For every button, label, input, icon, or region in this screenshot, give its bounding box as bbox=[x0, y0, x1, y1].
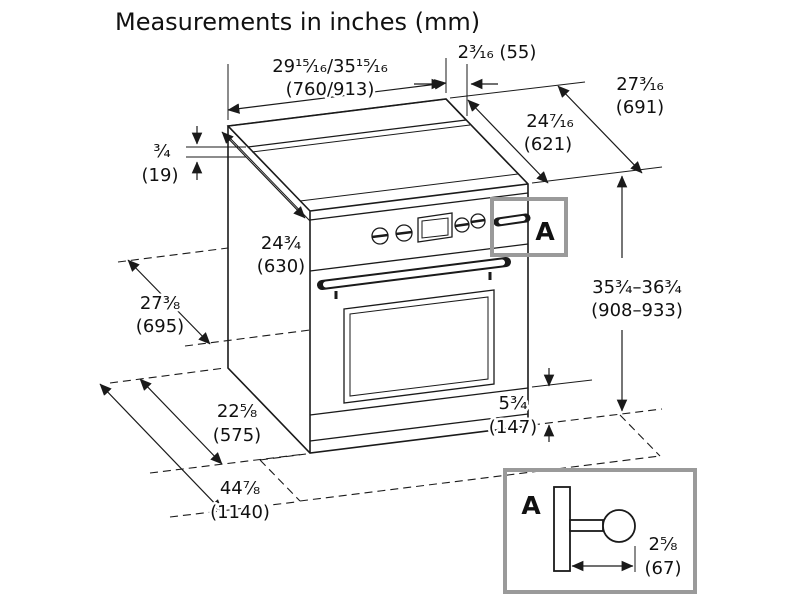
callout-a-box bbox=[490, 197, 568, 257]
detail-inset: A 2⁵⁄₈ (67) bbox=[503, 468, 697, 594]
side-handle-fill bbox=[498, 215, 526, 225]
dim-line-total-depth-open bbox=[99, 383, 223, 512]
detail-inset-box bbox=[503, 468, 697, 594]
dim-label-trim-height-in: ³⁄₄ bbox=[153, 141, 170, 162]
dim-label-height-range-mm: (908–933) bbox=[591, 300, 683, 321]
page-title: Measurements in inches (mm) bbox=[115, 8, 480, 36]
extension-line bbox=[531, 379, 593, 388]
callout-a: A bbox=[490, 197, 568, 257]
dim-label-overall-depth-mm: (691) bbox=[616, 97, 664, 118]
dim-label-side-depth-in: 27³⁄₈ bbox=[140, 293, 180, 314]
dim-label-top-width-mm: (760/913) bbox=[286, 79, 375, 100]
dim-label-overall-depth-in: 27³⁄₁₆ bbox=[616, 74, 664, 95]
dim-line-top-width bbox=[227, 79, 447, 114]
knob-pointer bbox=[454, 222, 470, 228]
dim-label-total-depth-open-mm: (1140) bbox=[210, 502, 270, 523]
dim-label-base-depth-mm: (575) bbox=[213, 425, 261, 446]
control-display bbox=[417, 212, 453, 243]
dim-label-top-depth-in: 24⁷⁄₁₆ bbox=[526, 111, 574, 132]
dim-line-worktop-depth bbox=[221, 131, 306, 219]
dim-label-height-range-in: 35³⁄₄–36³⁄₄ bbox=[592, 277, 682, 298]
knob-pointer bbox=[371, 233, 389, 239]
left-side-band bbox=[227, 135, 311, 222]
knob-pointer bbox=[470, 218, 486, 224]
oven-door-handle-fill bbox=[323, 259, 505, 288]
dim-line-top-depth bbox=[467, 99, 549, 184]
oven-door-bottom-line bbox=[309, 387, 529, 416]
dim-label-side-depth-mm: (695) bbox=[136, 316, 184, 337]
dim-label-top-width-in: 29¹⁵⁄₁₆/35¹⁵⁄₁₆ bbox=[272, 56, 388, 77]
extension-line bbox=[531, 166, 663, 184]
knob-pointer bbox=[395, 230, 413, 236]
door-open-footprint-front bbox=[299, 455, 661, 502]
dim-label-trim-height-mm: (19) bbox=[142, 165, 179, 186]
dim-label-handle-projection-in: 2⁵⁄₈ bbox=[649, 534, 678, 555]
dim-label-top-depth-mm: (621) bbox=[524, 134, 572, 155]
detail-handle-stem bbox=[569, 519, 604, 532]
floor-extension-line bbox=[531, 408, 663, 426]
extension-line bbox=[449, 81, 586, 99]
dim-label-base-depth-in: 22⁵⁄₈ bbox=[217, 401, 257, 422]
dim-label-plinth-height-in: 5³⁄₄ bbox=[499, 393, 528, 414]
extension-line bbox=[184, 329, 311, 347]
door-open-footprint-left bbox=[259, 459, 301, 502]
oven-window-outer bbox=[343, 289, 495, 404]
dim-label-worktop-depth-in: 24³⁄₄ bbox=[261, 233, 301, 254]
dim-label-worktop-depth-mm: (630) bbox=[257, 256, 305, 277]
detail-handle-plate bbox=[553, 486, 571, 572]
dim-label-total-depth-open-in: 44⁷⁄₈ bbox=[220, 478, 260, 499]
control-display-screen bbox=[421, 217, 449, 239]
extension-line bbox=[117, 247, 229, 263]
extension-line bbox=[109, 367, 226, 384]
toe-kick-line bbox=[309, 413, 529, 442]
detail-inset-label: A bbox=[521, 491, 541, 520]
dim-label-handle-projection-mm: (67) bbox=[645, 558, 682, 579]
cooktop-front-band bbox=[299, 173, 519, 202]
callout-a-label: A bbox=[535, 217, 555, 246]
extension-line bbox=[149, 453, 306, 474]
extension-lines bbox=[186, 58, 663, 388]
dim-line-overall-depth bbox=[557, 85, 643, 174]
dim-line-side-depth bbox=[127, 259, 211, 345]
detail-handle-ball bbox=[602, 509, 636, 543]
door-open-footprint-right bbox=[619, 414, 661, 457]
dimension-lines bbox=[99, 78, 643, 512]
extension-line bbox=[169, 501, 297, 518]
oven-window-inner bbox=[349, 296, 489, 397]
range-body-edges bbox=[227, 125, 529, 453]
dim-label-backsplash-depth: 2³⁄₁₆ (55) bbox=[458, 42, 537, 63]
dim-line-base-depth bbox=[139, 378, 223, 465]
dim-label-plinth-height-mm: (147) bbox=[489, 417, 537, 438]
floor-projection-dashed-lines bbox=[109, 247, 663, 518]
cooktop-frame-line bbox=[251, 124, 471, 153]
